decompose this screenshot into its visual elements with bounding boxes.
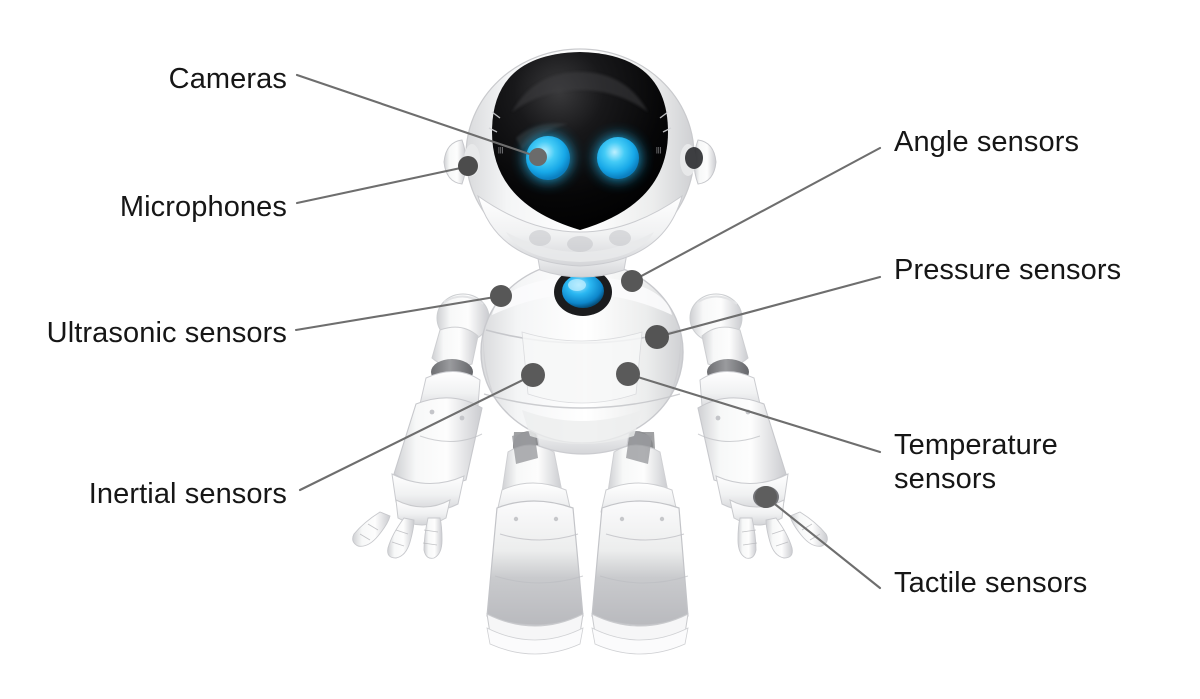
- robot-left-hand: [352, 499, 451, 559]
- ultrasonic-anchor-dot: [490, 285, 512, 307]
- cameras-leader: [295, 73, 540, 159]
- tactile-anchor-dot: [755, 486, 777, 508]
- tactile-leader: [764, 495, 882, 590]
- cameras-anchor-dot: [529, 148, 547, 166]
- label-temperature-sensors[interactable]: Temperature sensors: [894, 429, 1058, 495]
- label-pressure-sensors[interactable]: Pressure sensors: [894, 254, 1122, 286]
- svg-text:|||: |||: [498, 147, 504, 154]
- label-tactile-sensors[interactable]: Tactile sensors: [894, 567, 1088, 599]
- label-microphones[interactable]: Microphones: [119, 191, 287, 223]
- angle-leader: [630, 146, 882, 283]
- pressure-leader: [655, 275, 882, 339]
- label-angle-sensors[interactable]: Angle sensors: [894, 126, 1080, 158]
- label-inertial-sensors[interactable]: Inertial sensors: [88, 478, 287, 510]
- angle-anchor-dot: [621, 270, 643, 292]
- microphones-leader: [295, 164, 472, 205]
- robot-left-arm: [352, 293, 490, 559]
- temperature-leader: [626, 372, 882, 454]
- microphones-anchor-dot: [458, 156, 478, 176]
- robot-head: ||| |||: [443, 48, 717, 267]
- pressure-anchor-dot: [645, 325, 669, 349]
- robot-right-ear: [680, 139, 717, 185]
- svg-text:|||: |||: [656, 147, 662, 154]
- ultrasonic-leader: [294, 294, 503, 332]
- inertial-anchor-dot: [521, 363, 545, 387]
- label-cameras[interactable]: Cameras: [168, 63, 287, 95]
- inertial-leader: [298, 373, 535, 492]
- label-ultrasonic-sensors[interactable]: Ultrasonic sensors: [46, 317, 287, 349]
- temperature-anchor-dot: [616, 362, 640, 386]
